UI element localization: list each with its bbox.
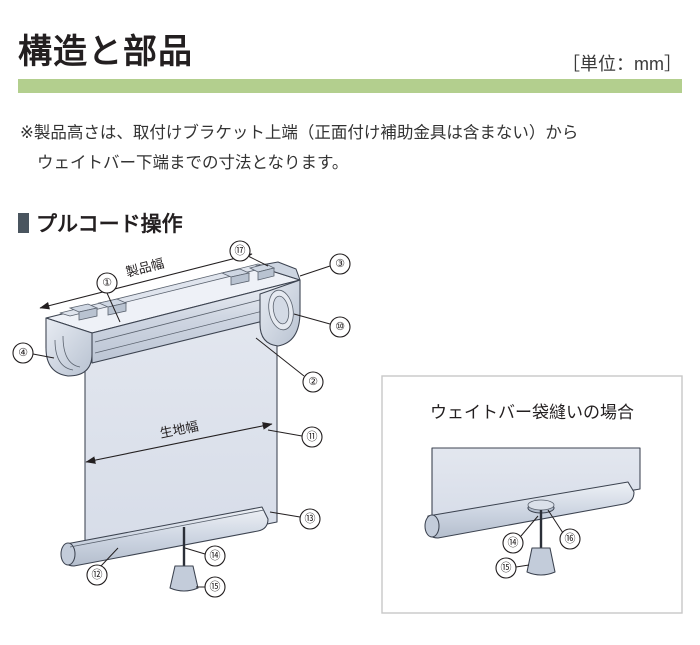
inset-title: ウェイトバー袋縫いの場合: [430, 403, 634, 422]
callout-number-3: ③: [335, 258, 345, 270]
callout-17: ⑰: [229, 240, 269, 267]
inset-pull-cord: [526, 510, 556, 576]
callout-13: ⑬: [269, 508, 321, 530]
unit-label: ［単位：mm］: [562, 54, 682, 74]
section-bullet-icon: [18, 213, 29, 233]
note-block: ※製品高さは、取付けブラケット上端（正面付け補助金具は含まない）から ウェイトバ…: [20, 118, 680, 178]
callout-10: ⑩: [293, 313, 351, 338]
pull-cord-assembly: [169, 527, 199, 592]
inset-callout-15: ⑮: [495, 557, 530, 579]
note-line-1: ※製品高さは、取付けブラケット上端（正面付け補助金具は含まない）から: [20, 124, 579, 142]
callout-number-17: ⑰: [235, 244, 246, 257]
callout-number-14: ⑭: [210, 549, 221, 562]
note-line-2: ウェイトバー下端までの寸法となります。: [37, 154, 349, 172]
callout-4: ④: [12, 342, 55, 364]
callout-number-12: ⑫: [92, 568, 103, 581]
callout-number-13: ⑬: [305, 512, 316, 525]
callout-11: ⑪: [267, 426, 323, 448]
section-heading: プルコード操作: [18, 208, 183, 238]
callout-14: ⑭: [184, 545, 226, 567]
callout-1: ①: [96, 272, 121, 323]
callout-15: ⑮: [196, 576, 226, 598]
roller-blind-illustration: 製品幅 生地幅 ① ⑰ ③ ⑩: [12, 240, 683, 614]
main-assembly: 製品幅 生地幅 ① ⑰ ③ ⑩: [12, 240, 351, 598]
callout-2: ②: [255, 337, 324, 393]
inset-callout-number-15: ⑮: [501, 561, 512, 574]
callout-3: ③: [299, 253, 351, 277]
weight-bar: [60, 506, 269, 567]
section-title: プルコード操作: [36, 213, 183, 236]
inset-callout-14: ⑭: [502, 515, 539, 554]
callout-number-1: ①: [102, 277, 112, 289]
page-title: 構造と部品: [18, 33, 193, 71]
callout-number-10: ⑩: [335, 321, 345, 333]
callout-number-4: ④: [18, 347, 28, 359]
header-green-rule: [18, 79, 682, 93]
inset-callout-number-14: ⑭: [508, 536, 519, 549]
dimension-label-product-width: 製品幅: [124, 256, 166, 280]
diagram-area: 製品幅 生地幅 ① ⑰ ③ ⑩: [0, 236, 700, 636]
callout-number-2: ②: [308, 376, 318, 388]
callout-12: ⑫: [86, 547, 119, 586]
inset-callout-number-16: ⑯: [565, 532, 576, 545]
callout-number-15: ⑮: [210, 580, 221, 593]
callout-number-11: ⑪: [307, 430, 318, 443]
inset-callout-16: ⑯: [547, 509, 581, 550]
inset-panel: ウェイトバー袋縫いの場合 ⑭ ⑯: [381, 375, 683, 614]
page-header: 構造と部品 ［単位：mm］: [0, 0, 700, 96]
